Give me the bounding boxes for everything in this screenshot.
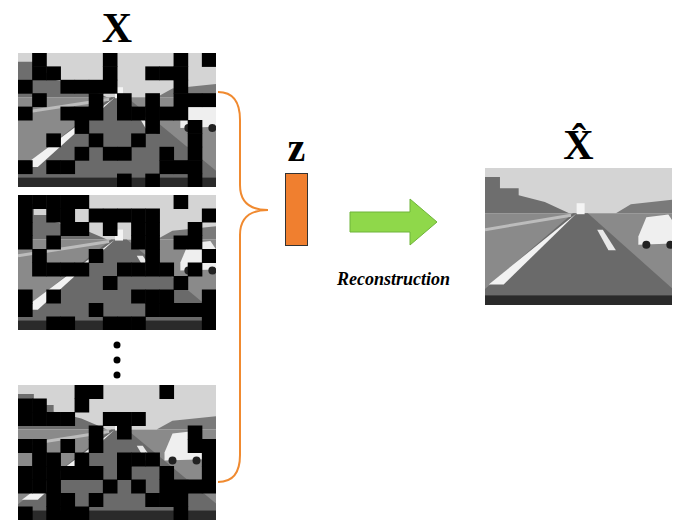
road-image [466, 168, 675, 305]
latent-box: z [285, 173, 308, 246]
heading: z [288, 128, 306, 168]
road-image [0, 195, 236, 331]
road-image [0, 53, 236, 188]
ellipsis-dot [114, 372, 121, 379]
reconstructed-image: X̂ [485, 168, 672, 305]
edge-label: Reconstruction [337, 270, 450, 290]
image-stack: X [18, 53, 216, 520]
heading: X̂ [563, 124, 593, 166]
ellipsis-dot [114, 342, 121, 349]
block-arrow [350, 199, 437, 245]
road-image [0, 385, 236, 521]
ellipsis-dot [114, 357, 121, 364]
heading: X [102, 7, 132, 49]
brace [218, 92, 268, 482]
